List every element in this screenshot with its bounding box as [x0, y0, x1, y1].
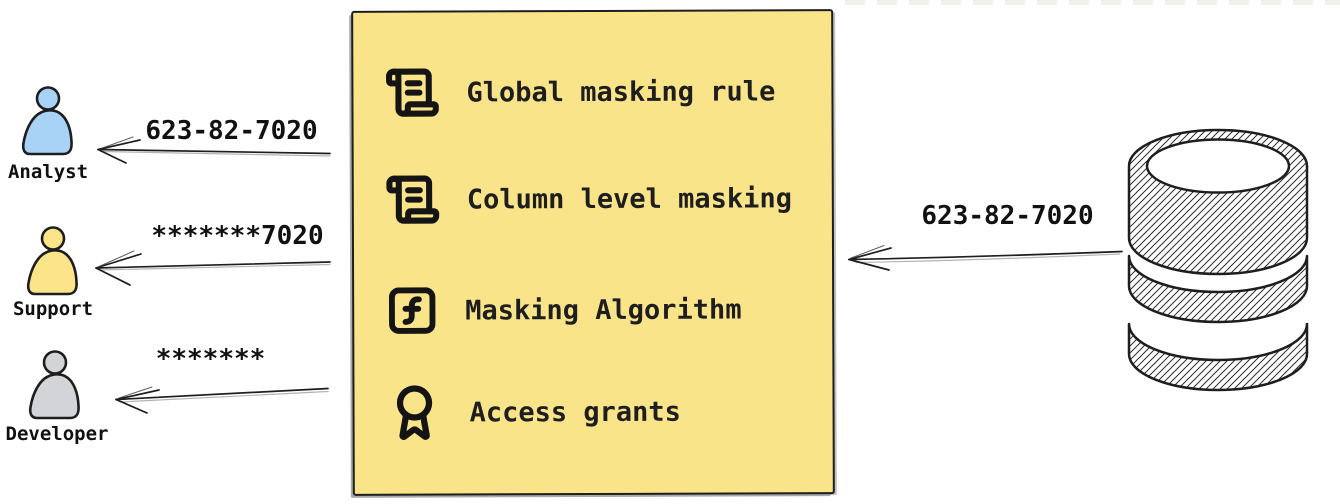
- database-flow-value: 623-82-7020: [921, 201, 1094, 231]
- policy-item-label: Masking Algorithm: [465, 293, 742, 326]
- analyst-label: Analyst: [7, 161, 89, 183]
- policy-item-global-masking-rule: Global masking rule: [384, 59, 775, 124]
- analyst-received-value: 623-82-7020: [145, 116, 318, 146]
- arrow-to-support: [95, 250, 331, 286]
- arrow-to-developer: [115, 386, 329, 414]
- support-person-icon: [26, 226, 78, 296]
- top-edge-dashes: [845, 0, 1340, 5]
- policy-item-masking-algorithm: Masking Algorithm: [385, 277, 742, 342]
- developer-person-icon: [28, 350, 80, 420]
- scroll-text-icon: [386, 68, 439, 117]
- support-received-value: *******7020: [151, 221, 324, 251]
- policy-item-label: Access grants: [469, 396, 681, 428]
- analyst-person-icon: [21, 86, 73, 156]
- arrow-db-to-policy-box: [848, 245, 1123, 271]
- policy-item-label: Global masking rule: [466, 75, 776, 108]
- square-function-icon: [388, 287, 436, 334]
- arrow-to-analyst: [97, 136, 331, 164]
- masking-policy-box: Global masking rule Column level masking…: [351, 9, 835, 496]
- policy-item-access-grants: Access grants: [385, 380, 681, 445]
- policy-item-label: Column level masking: [466, 182, 792, 215]
- developer-label: Developer: [5, 423, 109, 445]
- developer-received-value: *******: [155, 344, 266, 374]
- scroll-text-icon: [386, 175, 440, 224]
- award-icon: [396, 385, 433, 440]
- support-label: Support: [12, 298, 94, 320]
- database-icon: [1127, 128, 1309, 392]
- policy-item-column-level-masking: Column level masking: [385, 166, 792, 231]
